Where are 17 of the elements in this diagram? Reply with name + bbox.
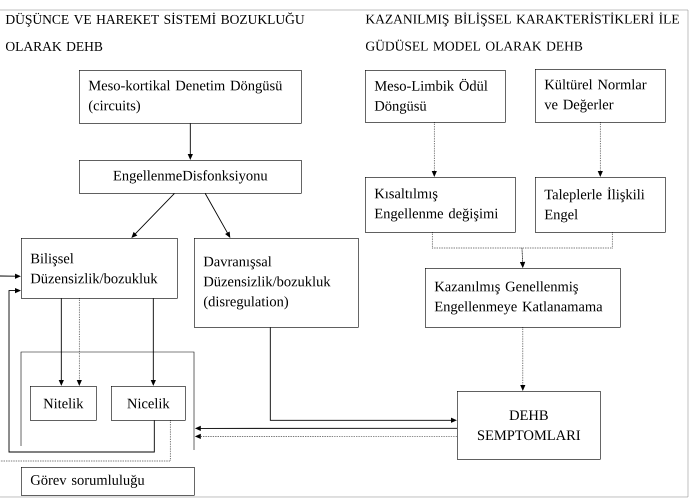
process-box: Meso-Limbik Ödül Döngüsü — [365, 70, 506, 123]
result-box: DEHB SEMPTOMLARI — [457, 391, 601, 460]
process-box: Nicelik — [111, 386, 186, 421]
process-box: Kazanılmış Genellenmiş Engellenmeye Katlanamama — [425, 268, 621, 328]
process-box: Görev sorumluluğu — [21, 467, 195, 496]
heading: DÜŞÜNCE VE HAREKET SİSTEMİ BOZUKLUĞU OLARAK DEHB — [6, 12, 304, 51]
process-box: EngellenmeDisfonksiyonu — [79, 160, 302, 194]
group-frame — [20, 352, 194, 450]
process-box: Nitelik — [30, 386, 97, 421]
process-box: Bilişsel Düzensizlik/bozukluk — [21, 238, 178, 299]
process-box: Meso-kortikal Denetim Döngüsü (circuits) — [79, 70, 302, 124]
arrow — [8, 288, 155, 452]
process-box: Davranışsal Düzensizlik/bozukluk (disregulation) — [194, 238, 359, 328]
process-box: Kültürel Normlar ve Değerler — [535, 69, 666, 123]
process-box: Taleplerle İlişkili Engel — [535, 177, 666, 233]
process-box: Kısaltılmış Engellenme değişimi — [365, 177, 516, 233]
heading: KAZANILMIŞ BİLİŞSEL KARAKTERİSTİKLERİ İLE GÜDÜSEL MODEL OLARAK DEHB — [366, 12, 679, 51]
